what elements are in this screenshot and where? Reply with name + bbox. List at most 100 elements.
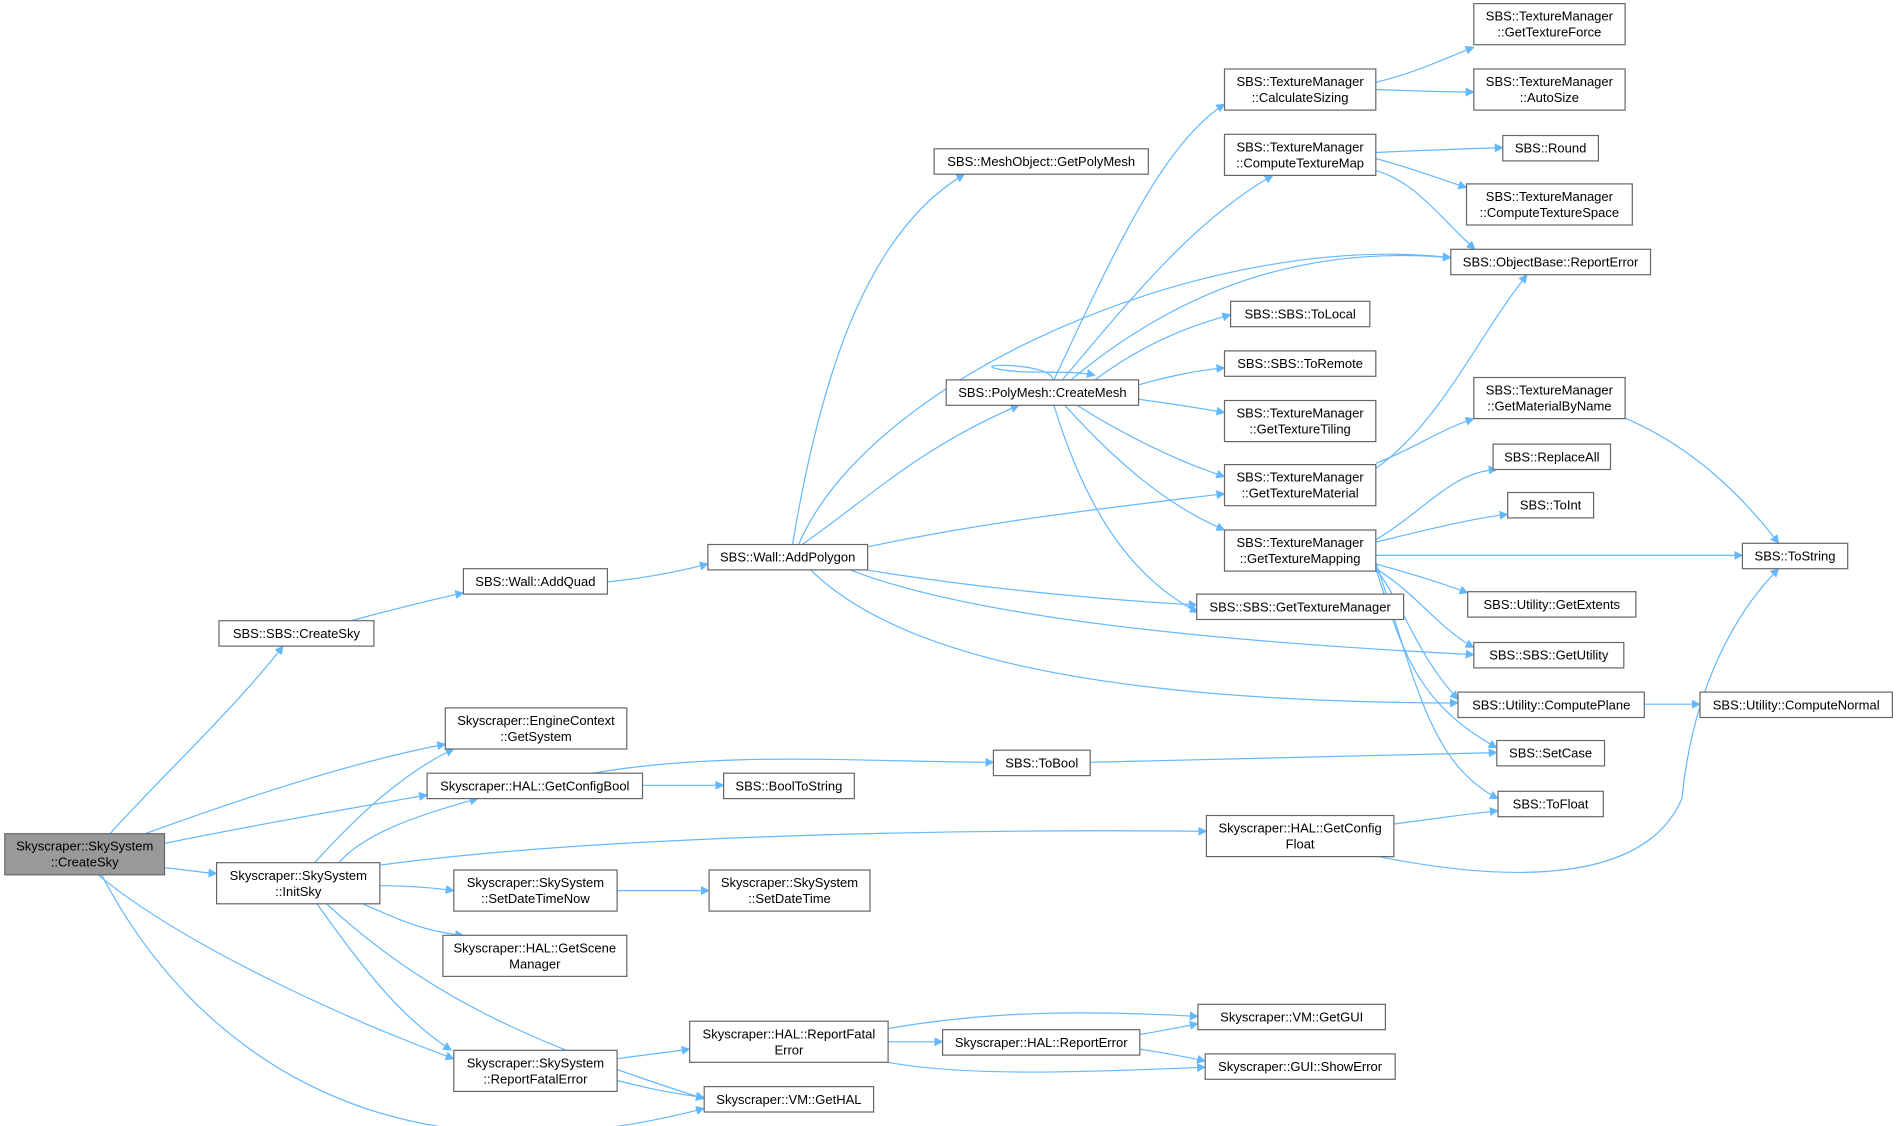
graph-node-reportfatalerror-sky[interactable]: Skyscraper::SkySystem::ReportFatalError: [453, 1049, 618, 1093]
call-edge: [1375, 563, 1469, 595]
graph-node-tm-getmaterialbyname[interactable]: SBS::TextureManager::GetMaterialByName: [1473, 376, 1626, 420]
call-edge: [616, 1079, 706, 1101]
call-edge: [1375, 510, 1509, 543]
node-label: SBS::TextureManager: [1237, 139, 1365, 154]
node-label: Skyscraper::HAL::ReportFatal: [703, 1026, 876, 1041]
node-box: [1699, 691, 1893, 719]
node-label: SBS::Utility::GetExtents: [1484, 597, 1621, 612]
node-label: SBS::PolyMesh::CreateMesh: [958, 385, 1126, 400]
graph-node-tm-gettexturetiling[interactable]: SBS::TextureManager::GetTextureTiling: [1223, 399, 1377, 443]
call-edge: [1375, 87, 1475, 97]
call-edge: [887, 1011, 1199, 1030]
graph-node-sbs-tolocal[interactable]: SBS::SBS::ToLocal: [1229, 300, 1371, 328]
node-box: [442, 934, 628, 977]
graph-node-tm-calculatesizing[interactable]: SBS::TextureManager::CalculateSizing: [1223, 68, 1377, 111]
call-edge: [1393, 807, 1499, 825]
graph-node-meshobject-getpolymesh[interactable]: SBS::MeshObject::GetPolyMesh: [933, 148, 1149, 175]
graph-node-sky-setdatetimenow[interactable]: Skyscraper::SkySystem::SetDateTimeNow: [453, 869, 618, 912]
node-box: [444, 707, 628, 750]
graph-node-tm-autosize[interactable]: SBS::TextureManager::AutoSize: [1473, 68, 1626, 111]
graph-node-sbs-setcase[interactable]: SBS::SetCase: [1496, 739, 1606, 767]
graph-node-hal-reportfatalerror[interactable]: Skyscraper::HAL::ReportFatalError: [689, 1020, 889, 1063]
node-box: [1473, 68, 1626, 111]
call-edge: [316, 903, 453, 1051]
call-edge: [846, 568, 1475, 659]
node-label: SBS::SBS::ToRemote: [1237, 356, 1363, 371]
call-edge: [1623, 416, 1780, 545]
graph-node-sbs-toint[interactable]: SBS::ToInt: [1507, 491, 1595, 519]
graph-node-sbs-getutility[interactable]: SBS::SBS::GetUtility: [1473, 641, 1625, 669]
node-label: Skyscraper::EngineContext: [457, 713, 615, 728]
call-edge: [1090, 748, 1498, 763]
graph-node-tm-computetexturemap[interactable]: SBS::TextureManager::ComputeTextureMap: [1223, 133, 1377, 177]
node-label: SBS::TextureManager: [1237, 74, 1365, 89]
node-label: ::ReportFatalError: [483, 1071, 588, 1086]
node-label: Skyscraper::VM::GetGUI: [1220, 1010, 1363, 1025]
graph-node-vm-gethal[interactable]: Skyscraper::VM::GetHAL: [703, 1085, 875, 1113]
node-box: [1502, 134, 1600, 162]
node-box: [462, 568, 608, 595]
graph-node-root[interactable]: Skyscraper::SkySystem::CreateSky: [4, 833, 166, 876]
node-label: SBS::TextureManager: [1486, 9, 1614, 24]
node-box: [1473, 641, 1625, 669]
node-label: ::CreateSky: [51, 855, 119, 870]
call-edge: [867, 490, 1226, 548]
graph-node-tm-gettexturemapping[interactable]: SBS::TextureManager::GetTextureMapping: [1223, 529, 1377, 572]
node-box: [1196, 593, 1405, 621]
graph-node-sbs-createsky[interactable]: SBS::SBS::CreateSky: [218, 620, 375, 647]
node-label: SBS::Wall::AddPolygon: [720, 550, 855, 565]
node-box: [1197, 1003, 1387, 1031]
call-edge: [338, 796, 479, 864]
node-box: [1450, 248, 1652, 276]
graph-node-tm-gettextureforce[interactable]: SBS::TextureManager::GetTextureForce: [1473, 2, 1626, 46]
call-edge: [1070, 252, 1452, 381]
graph-node-objectbase-reporterror[interactable]: SBS::ObjectBase::ReportError: [1450, 248, 1652, 276]
graph-node-sbs-tostring[interactable]: SBS::ToString: [1741, 542, 1849, 570]
graph-node-sbs-gettexturemanager[interactable]: SBS::SBS::GetTextureManager: [1196, 593, 1405, 621]
graph-node-polymesh-createmesh[interactable]: SBS::PolyMesh::CreateMesh: [945, 379, 1140, 406]
call-edge: [1064, 404, 1226, 531]
graph-node-tm-computetexturespace[interactable]: SBS::TextureManager::ComputeTextureSpace: [1465, 183, 1633, 226]
node-box: [941, 1029, 1141, 1056]
graph-node-utility-computeplane[interactable]: SBS::Utility::ComputePlane: [1457, 691, 1645, 719]
graph-node-hal-getconfigbool[interactable]: Skyscraper::HAL::GetConfigBool: [426, 772, 644, 800]
node-label: SBS::SetCase: [1509, 746, 1592, 761]
node-label: SBS::ObjectBase::ReportError: [1463, 254, 1639, 269]
graph-node-sbs-tofloat[interactable]: SBS::ToFloat: [1497, 790, 1604, 818]
node-label: Error: [774, 1042, 804, 1057]
graph-node-sbs-toremote[interactable]: SBS::SBS::ToRemote: [1223, 350, 1377, 377]
graph-node-utility-computenormal[interactable]: SBS::Utility::ComputeNormal: [1699, 691, 1893, 719]
node-box: [703, 1085, 875, 1113]
node-label: ::SetDateTime: [748, 891, 831, 906]
node-box: [933, 148, 1149, 175]
graph-node-utility-getextents[interactable]: SBS::Utility::GetExtents: [1467, 591, 1637, 618]
node-label: SBS::BoolToString: [735, 778, 842, 793]
node-box: [1223, 133, 1377, 177]
node-box: [1507, 491, 1595, 519]
graph-node-gui-showerror[interactable]: Skyscraper::GUI::ShowError: [1204, 1053, 1396, 1080]
graph-node-sbs-replaceall[interactable]: SBS::ReplaceAll: [1492, 443, 1612, 471]
graph-node-sbs-tobool[interactable]: SBS::ToBool: [992, 749, 1091, 777]
node-box: [4, 833, 166, 876]
node-label: SBS::Utility::ComputePlane: [1472, 697, 1630, 712]
graph-node-vm-getgui[interactable]: Skyscraper::VM::GetGUI: [1197, 1003, 1387, 1031]
graph-node-tm-gettexturematerial[interactable]: SBS::TextureManager::GetTextureMaterial: [1223, 464, 1377, 507]
node-label: ::AutoSize: [1520, 90, 1579, 105]
graph-node-sbs-booltostring[interactable]: SBS::BoolToString: [722, 772, 855, 800]
graph-node-engine-getsystem[interactable]: Skyscraper::EngineContext::GetSystem: [444, 707, 628, 750]
graph-node-sbs-round[interactable]: SBS::Round: [1502, 134, 1600, 162]
graph-node-wall-addpolygon[interactable]: SBS::Wall::AddPolygon: [707, 543, 869, 571]
node-label: ::GetTextureForce: [1497, 25, 1601, 40]
graph-node-hal-reporterror[interactable]: Skyscraper::HAL::ReportError: [941, 1029, 1141, 1056]
call-edge: [1375, 568, 1459, 701]
node-box: [1223, 464, 1377, 507]
graph-node-wall-addquad[interactable]: SBS::Wall::AddQuad: [462, 568, 608, 595]
graph-node-initsky[interactable]: Skyscraper::SkySystem::InitSky: [216, 862, 381, 905]
node-label: Manager: [509, 956, 561, 971]
call-edge: [1375, 45, 1475, 83]
node-box: [945, 379, 1140, 406]
graph-node-sky-setdatetime[interactable]: Skyscraper::SkySystem::SetDateTime: [708, 869, 871, 912]
node-label: SBS::Wall::AddQuad: [475, 574, 595, 589]
